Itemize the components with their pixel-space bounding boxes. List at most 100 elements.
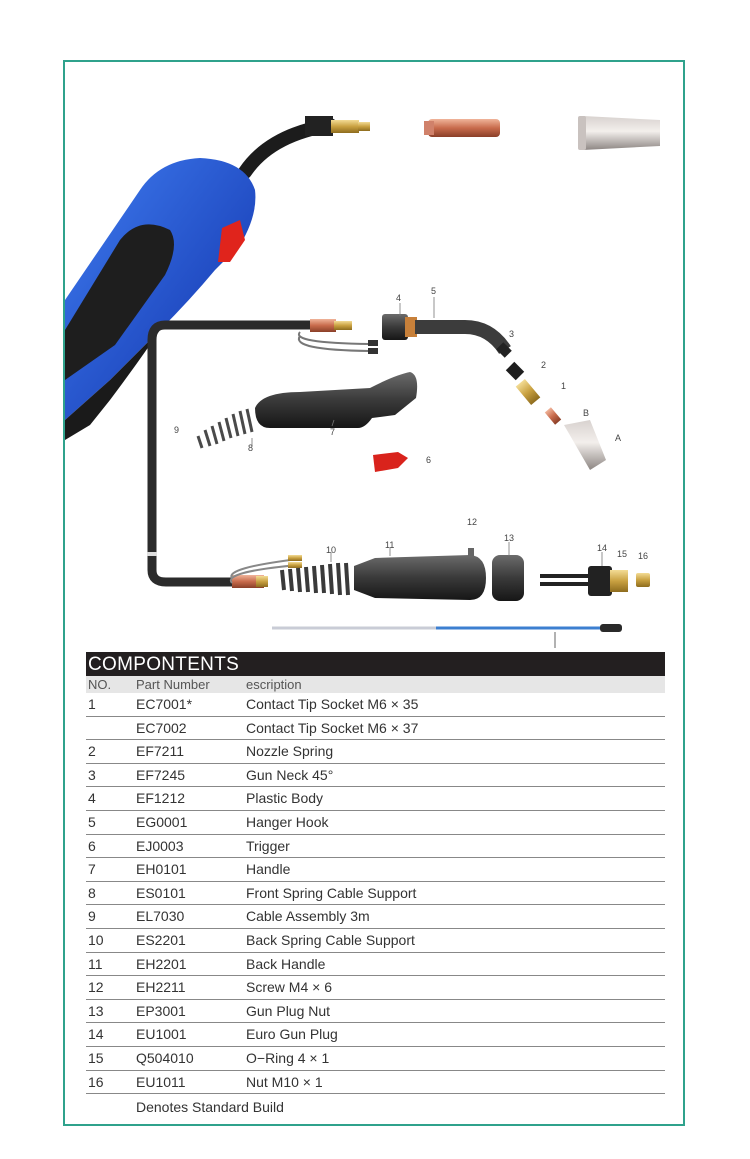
description: Trigger bbox=[246, 837, 290, 854]
callout-label: 8 bbox=[248, 443, 253, 453]
row-number: 3 bbox=[88, 766, 96, 783]
part-number: EU1001 bbox=[136, 1026, 187, 1043]
euro-connector-drawing bbox=[280, 548, 650, 601]
description: Front Spring Cable Support bbox=[246, 884, 417, 901]
part-number: EJ0003 bbox=[136, 837, 184, 854]
table-row: 9 EL7030 Cable Assembly 3m bbox=[86, 905, 665, 929]
table-header-row: NO. Part Number escription bbox=[86, 676, 665, 693]
part-number: EF1212 bbox=[136, 790, 186, 807]
table-row: EC7002 Contact Tip Socket M6 × 37 bbox=[86, 717, 665, 741]
contact-tip-photo bbox=[424, 119, 500, 137]
table-row: 8 ES0101 Front Spring Cable Support bbox=[86, 882, 665, 906]
table-row: 12 EH2211 Screw M4 × 6 bbox=[86, 976, 665, 1000]
description: Nut M10 × 1 bbox=[246, 1073, 323, 1090]
part-number: EC7002 bbox=[136, 719, 187, 736]
description: Back Spring Cable Support bbox=[246, 931, 415, 948]
callout-label: A bbox=[615, 433, 621, 443]
description: Screw M4 × 6 bbox=[246, 979, 332, 996]
exploded-parts-figure: 1 2 3 4 5 6 7 8 9 10 11 12 13 14 15 16 A… bbox=[65, 62, 683, 650]
callout-label: 6 bbox=[426, 455, 431, 465]
row-number: 4 bbox=[88, 790, 96, 807]
table-row: 4 EF1212 Plastic Body bbox=[86, 787, 665, 811]
liner-drawing bbox=[272, 624, 622, 648]
row-number: 11 bbox=[88, 955, 103, 972]
part-number: EF7245 bbox=[136, 766, 186, 783]
handle-drawing bbox=[196, 372, 418, 472]
callout-label: 15 bbox=[617, 549, 627, 559]
table-row: 5 EG0001 Hanger Hook bbox=[86, 811, 665, 835]
callout-label: 2 bbox=[541, 360, 546, 370]
row-number: 7 bbox=[88, 861, 96, 878]
part-number: ES2201 bbox=[136, 931, 186, 948]
part-number: EG0001 bbox=[136, 813, 188, 830]
table-row: 14 EU1001 Euro Gun Plug bbox=[86, 1023, 665, 1047]
row-number: 5 bbox=[88, 813, 96, 830]
callout-label: 1 bbox=[561, 381, 566, 391]
callout-label: 4 bbox=[396, 293, 401, 303]
description: O−Ring 4 × 1 bbox=[246, 1049, 330, 1066]
row-number: 10 bbox=[88, 931, 104, 948]
part-number: EH2211 bbox=[136, 979, 186, 996]
part-number: EH0101 bbox=[136, 861, 187, 878]
table-row: 3 EF7245 Gun Neck 45° bbox=[86, 764, 665, 788]
description: Nozzle Spring bbox=[246, 743, 334, 760]
content-frame bbox=[63, 60, 685, 1126]
callout-label: 7 bbox=[330, 427, 335, 437]
table-row: 16 EU1011 Nut M10 × 1 bbox=[86, 1071, 665, 1095]
description: Euro Gun Plug bbox=[246, 1026, 338, 1043]
part-number: EL7030 bbox=[136, 908, 185, 925]
description: Contact Tip Socket M6 × 37 bbox=[246, 719, 419, 736]
row-number: 14 bbox=[88, 1026, 104, 1043]
part-number: ES0101 bbox=[136, 884, 186, 901]
row-number: 12 bbox=[88, 979, 104, 996]
row-number bbox=[86, 717, 136, 740]
table-row: 6 EJ0003 Trigger bbox=[86, 835, 665, 859]
row-number: 8 bbox=[88, 884, 96, 901]
callout-label: 9 bbox=[174, 425, 179, 435]
table-row: 15 Q504010 O−Ring 4 × 1 bbox=[86, 1047, 665, 1071]
callout-label: 16 bbox=[638, 551, 648, 561]
row-number: 15 bbox=[88, 1049, 104, 1066]
callout-label: 11 bbox=[385, 540, 394, 550]
callout-label: 10 bbox=[326, 545, 336, 555]
description: Cable Assembly 3m bbox=[246, 908, 370, 925]
table-row: 10 ES2201 Back Spring Cable Support bbox=[86, 929, 665, 953]
part-number: EU1011 bbox=[136, 1073, 186, 1090]
description: Contact Tip Socket M6 × 35 bbox=[246, 696, 419, 712]
callout-label: 3 bbox=[509, 329, 514, 339]
table-row: 1 EC7001* Contact Tip Socket M6 × 35 bbox=[86, 693, 665, 717]
callout-label: B bbox=[583, 408, 589, 418]
gun-neck-drawing bbox=[382, 314, 606, 470]
description: Hanger Hook bbox=[246, 813, 329, 830]
description: Plastic Body bbox=[246, 790, 324, 807]
part-number: Q504010 bbox=[136, 1049, 194, 1066]
table-row: 7 EH0101 Handle bbox=[86, 858, 665, 882]
row-number: 9 bbox=[88, 908, 96, 925]
callout-label: 14 bbox=[597, 543, 607, 553]
description: Handle bbox=[246, 861, 291, 878]
torch-photo bbox=[65, 116, 370, 440]
header-description: escription bbox=[246, 677, 302, 692]
row-number: 2 bbox=[88, 743, 96, 760]
nozzle-photo bbox=[578, 116, 660, 150]
table-body: 1 EC7001* Contact Tip Socket M6 × 35 EC7002… bbox=[86, 693, 665, 1095]
row-number: 1 bbox=[88, 696, 96, 712]
part-number: EC7001* bbox=[136, 696, 193, 712]
row-number: 16 bbox=[88, 1073, 104, 1090]
cable-assembly-drawing bbox=[147, 319, 378, 588]
header-no: NO. bbox=[88, 677, 112, 692]
part-number: EH2201 bbox=[136, 955, 187, 972]
header-part-number: Part Number bbox=[136, 677, 210, 692]
callout-leaders bbox=[251, 297, 603, 566]
row-number: 6 bbox=[88, 837, 96, 854]
callout-label: 12 bbox=[467, 517, 477, 527]
description: Gun Plug Nut bbox=[246, 1002, 331, 1019]
callout-label: 13 bbox=[504, 533, 514, 543]
description: Gun Neck 45° bbox=[246, 766, 334, 783]
callout-labels: 1 2 3 4 5 6 7 8 9 10 11 12 13 14 15 16 A… bbox=[174, 286, 648, 561]
components-table: COMPONTENTS NO. Part Number escription 1… bbox=[86, 652, 665, 1120]
row-number: 13 bbox=[88, 1002, 104, 1019]
part-number: EP3001 bbox=[136, 1002, 186, 1019]
part-number: EF7211 bbox=[136, 743, 184, 760]
